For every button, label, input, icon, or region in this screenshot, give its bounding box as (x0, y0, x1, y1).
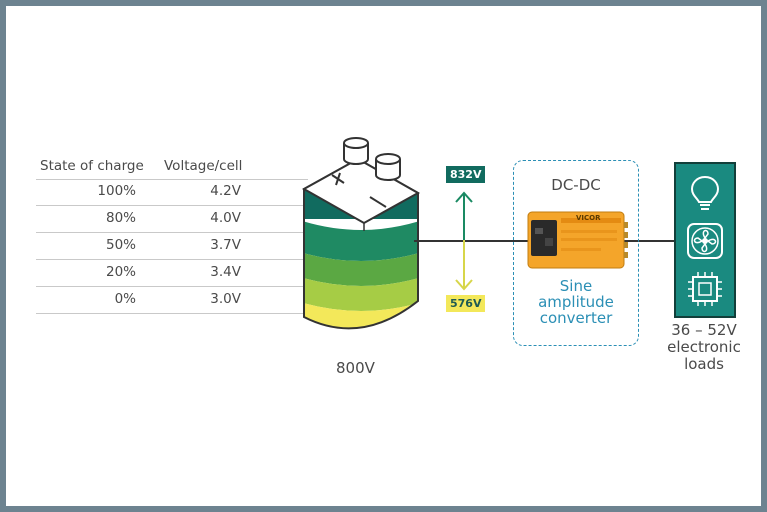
battery-voltage-label: 800V (336, 359, 375, 377)
voltage-value: 3.0V (210, 291, 241, 307)
lightbulb-icon (690, 175, 720, 210)
table-divider (36, 259, 308, 260)
soc-value: 0% (114, 291, 136, 307)
dc-dc-title: DC-DC (551, 176, 601, 194)
chip-icon (688, 272, 722, 306)
table-divider (36, 286, 308, 287)
diagram-canvas: State of charge Voltage/cell 100% 4.2V 8… (6, 6, 761, 506)
soc-value: 50% (105, 237, 136, 253)
voltage-value: 3.4V (210, 264, 241, 280)
table-divider (36, 179, 308, 180)
header-state-of-charge: State of charge (40, 158, 144, 174)
converter-caption-line: converter (539, 309, 613, 327)
battery-band (304, 251, 418, 286)
battery-band (304, 301, 418, 329)
vicor-module-icon (527, 211, 628, 269)
voltage-range-arrow (455, 191, 473, 291)
loads-caption-line: electronic (667, 338, 741, 356)
loads-voltage-range: 36 – 52V (671, 321, 737, 339)
converter-caption-line: Sine (559, 277, 593, 295)
battery-band (304, 219, 418, 261)
soc-value: 80% (105, 210, 136, 226)
voltage-value: 4.0V (210, 210, 241, 226)
electronic-loads-panel (674, 162, 736, 318)
voltage-value: 4.2V (210, 183, 241, 199)
soc-value: 100% (97, 183, 136, 199)
high-voltage-badge: 832V (446, 166, 486, 183)
header-voltage-cell: Voltage/cell (164, 158, 243, 174)
converter-caption-line: amplitude (538, 293, 614, 311)
low-voltage-badge: 576V (446, 295, 486, 312)
table-divider (36, 205, 308, 206)
battery-icon (301, 137, 421, 330)
table-divider (36, 313, 308, 314)
converter-caption: Sine amplitude converter (513, 278, 639, 326)
dc-dc-converter-box (513, 160, 639, 346)
voltage-value: 3.7V (210, 237, 241, 253)
loads-caption: 36 – 52V electronic loads (652, 322, 756, 373)
battery-band (304, 276, 418, 311)
soc-value: 20% (105, 264, 136, 280)
table-divider (36, 232, 308, 233)
module-brand: VICOR (576, 214, 601, 222)
loads-caption-line: loads (684, 355, 724, 373)
fan-icon (687, 223, 723, 259)
